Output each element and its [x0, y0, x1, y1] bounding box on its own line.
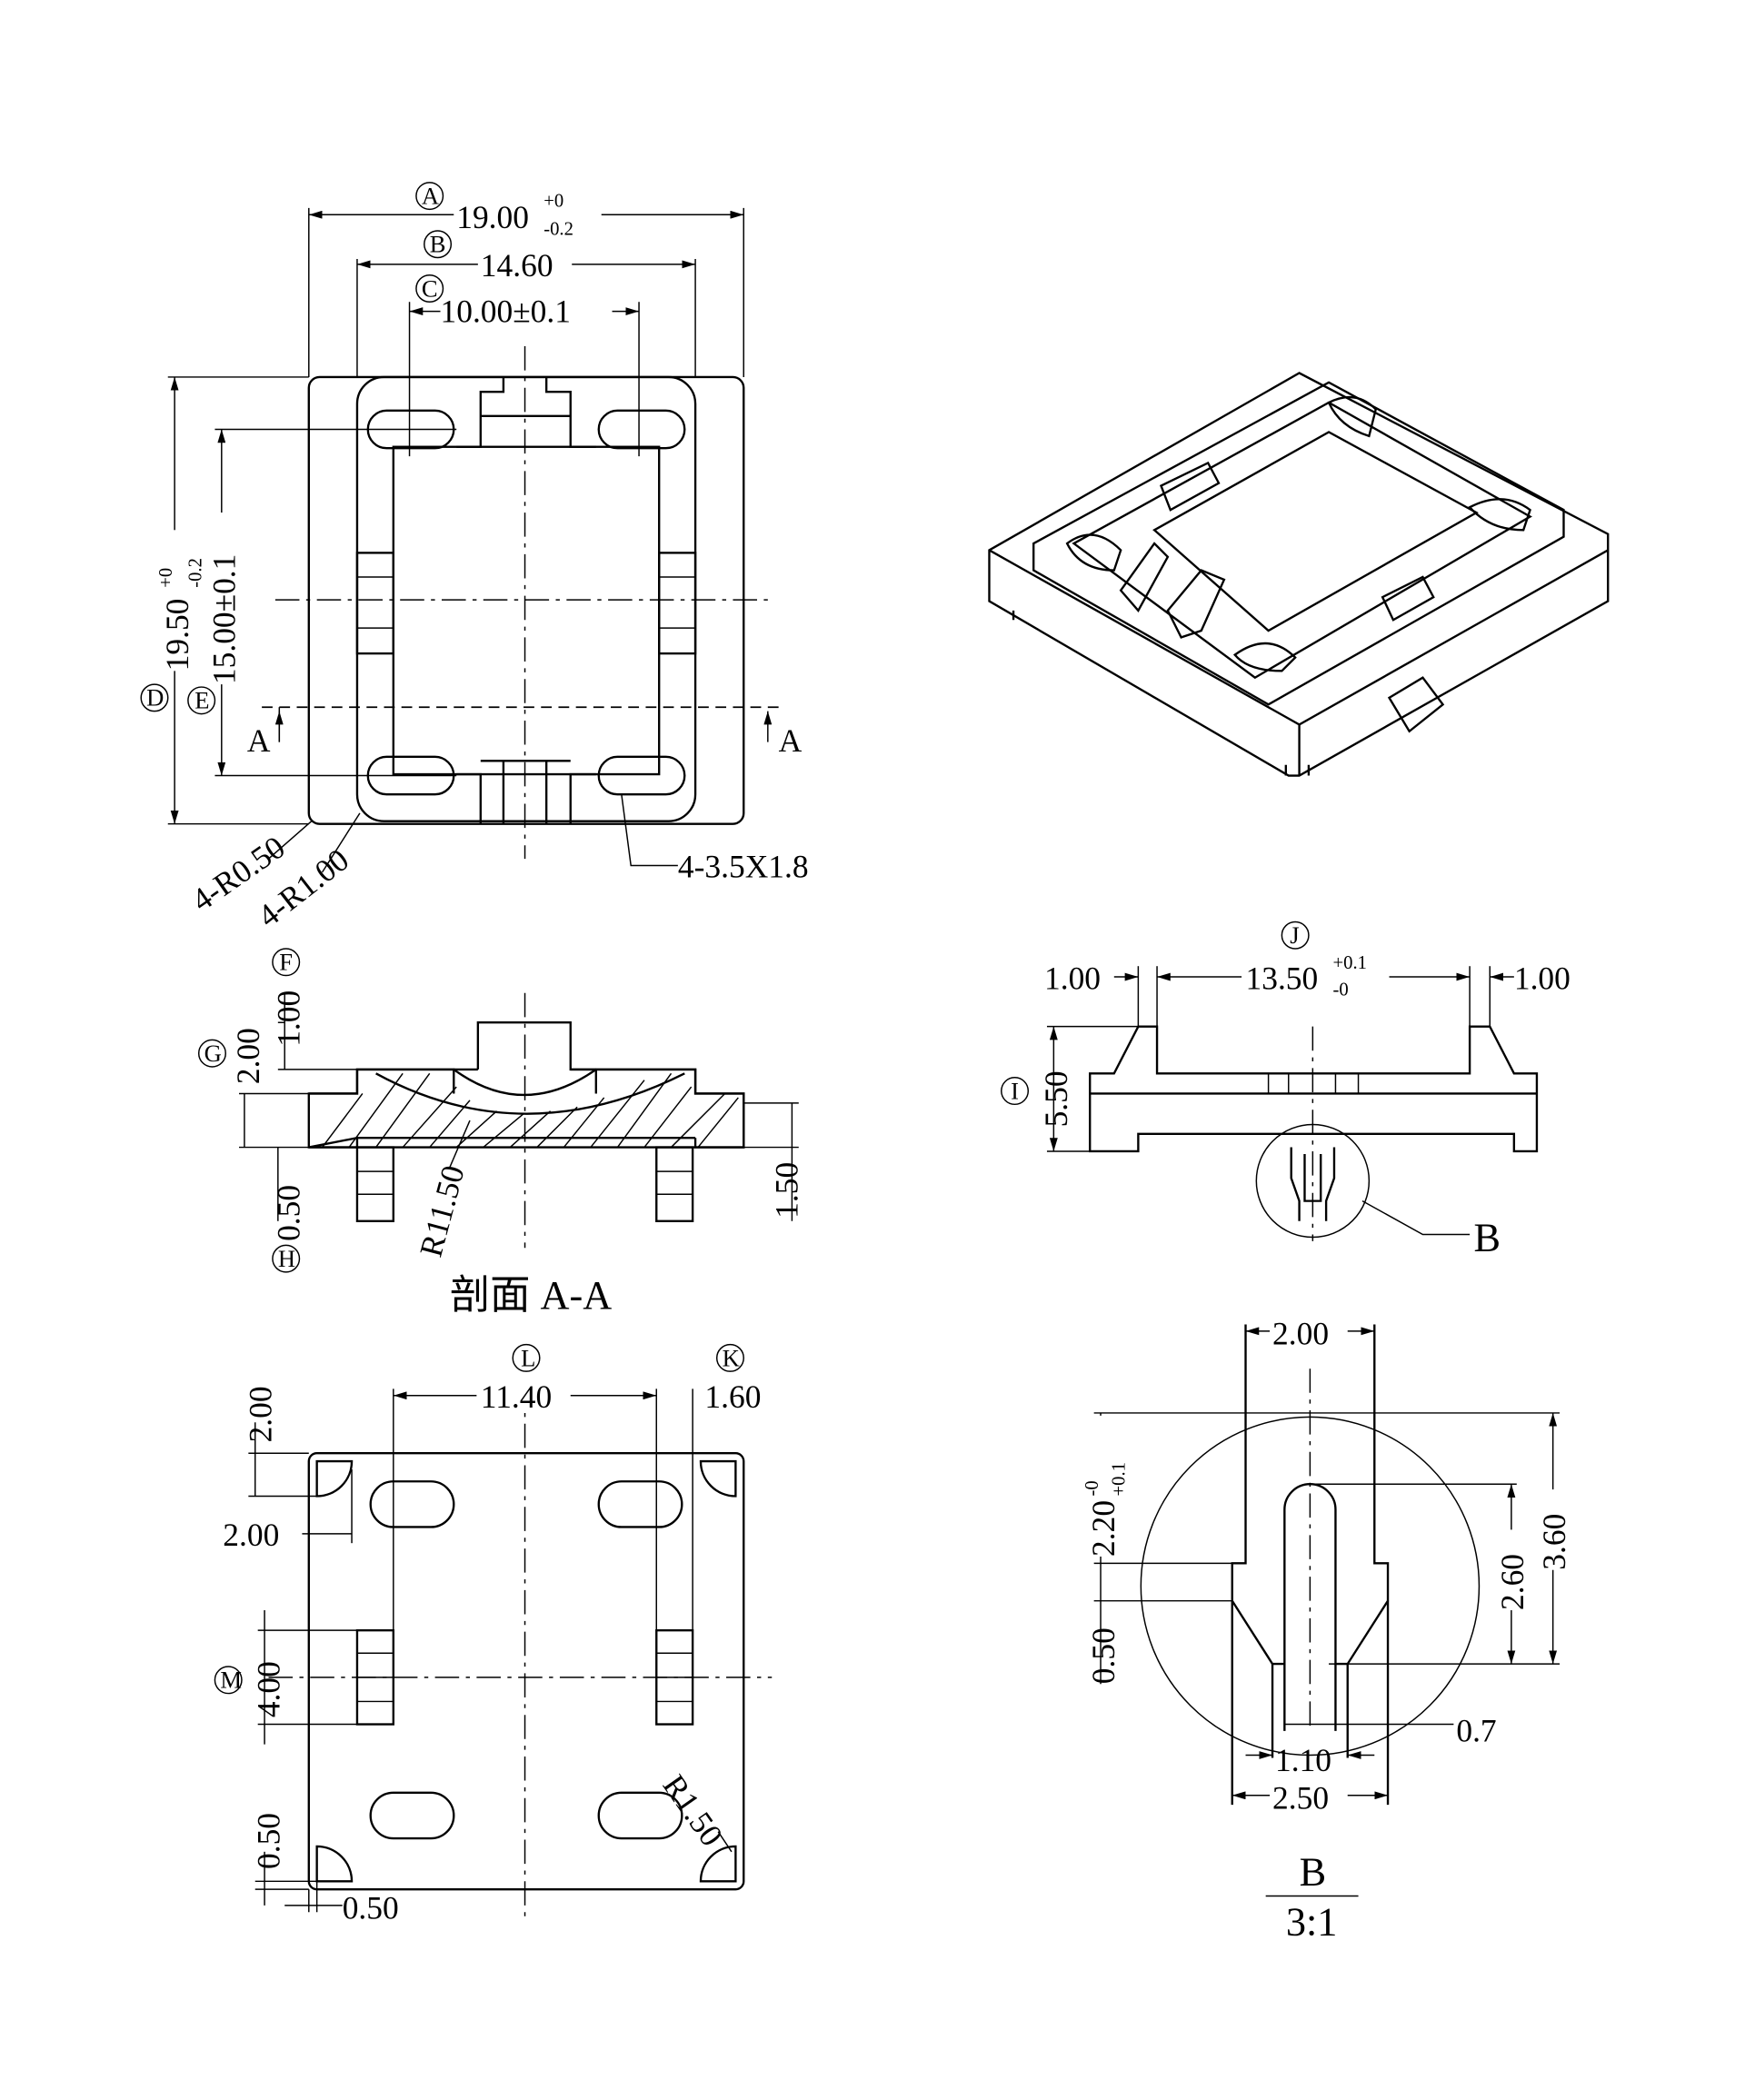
bottom-radius: R1.50	[656, 1768, 731, 1853]
section-mark-left: A	[247, 722, 271, 759]
tag-G: G	[204, 1040, 222, 1067]
dim-L-value: 11.40	[481, 1378, 552, 1415]
detail-label: B	[1300, 1850, 1327, 1895]
dim-A-tol-upper: +0	[543, 191, 563, 211]
tag-I: I	[1011, 1077, 1019, 1104]
detail-chamfer: 0.50	[1085, 1627, 1122, 1684]
section-mark-right: A	[779, 722, 803, 759]
tag-E: E	[194, 687, 209, 714]
bottom-left-dim: 2.00	[223, 1517, 279, 1553]
section-view: 1.00 F 2.00 G 0.50 H R11.50 1.50 剖面 A-A	[197, 948, 804, 1318]
tag-A: A	[422, 182, 439, 209]
dim-J-value: 13.50	[1246, 960, 1319, 996]
section-radius: R11.50	[413, 1161, 472, 1260]
dim-C-value: 10.00±0.1	[441, 293, 571, 329]
dim-I-value: 5.50	[1038, 1070, 1074, 1127]
top-view: A 19.00 +0 -0.2 B 14.60 C 10.00±0.1 19.5…	[140, 182, 809, 934]
bottom-top-dim: 2.00	[242, 1386, 278, 1442]
detail-width-top: 2.00	[1272, 1316, 1329, 1352]
side-view: B 1.00 1.00 13.50 +0.1 -0 J 5.50 I	[1001, 921, 1570, 1259]
tag-D: D	[146, 684, 164, 712]
dim-G-value: 2.00	[230, 1028, 266, 1084]
detail-slot-width: 0.7	[1456, 1713, 1496, 1749]
detail-callout: B	[1474, 1215, 1501, 1259]
dim-H-value: 0.50	[270, 1185, 306, 1241]
bottom-view: 11.40 L 1.60 K 2.00 2.00 4.00 M 0.50 0.5…	[214, 1343, 773, 1926]
isometric-view	[988, 372, 1610, 777]
detail-b-view: 2.00 3.60 2.60 2.20 -0 +0.1 0.50 0.7 1.1…	[1082, 1315, 1572, 1944]
tag-F: F	[279, 949, 293, 976]
detail-tip-width: 1.10	[1275, 1742, 1331, 1778]
tag-K: K	[723, 1344, 740, 1371]
detail-step-height: 2.20	[1085, 1500, 1122, 1557]
tag-M: M	[220, 1667, 242, 1694]
section-title: 剖面 A-A	[450, 1273, 612, 1318]
slot-icons	[366, 409, 686, 796]
dim-J-tol-upper: +0.1	[1333, 953, 1367, 973]
tag-H: H	[278, 1245, 295, 1272]
tag-C: C	[422, 274, 438, 302]
right-wall-dim: 1.00	[1514, 960, 1570, 996]
dim-D-value: 19.50	[159, 599, 195, 672]
detail-base-width: 2.50	[1272, 1780, 1329, 1816]
bottom-v-dim: 0.50	[250, 1813, 286, 1869]
dim-B-value: 14.60	[481, 247, 553, 284]
tag-B: B	[430, 231, 446, 258]
dim-K-value: 1.60	[704, 1378, 761, 1415]
dim-A-value: 19.00	[456, 199, 529, 235]
detail-slot-height: 2.60	[1494, 1554, 1531, 1610]
dim-E-value: 15.00±0.1	[206, 554, 243, 684]
dim-D-tol-upper: +0	[156, 568, 176, 588]
hatching	[321, 1072, 739, 1149]
detail-step-tol-lower: +0.1	[1110, 1462, 1130, 1496]
detail-height-total: 3.60	[1536, 1514, 1572, 1570]
slot-note: 4-3.5X1.8	[678, 849, 809, 885]
dim-J-tol-lower: -0	[1333, 980, 1349, 1000]
dim-M-value: 4.00	[250, 1661, 286, 1717]
dim-F-value: 1.00	[270, 990, 306, 1047]
left-wall-dim: 1.00	[1044, 960, 1101, 996]
detail-step-tol-upper: -0	[1082, 1480, 1102, 1496]
tag-L: L	[521, 1344, 535, 1371]
tag-J: J	[1290, 921, 1299, 949]
dim-A-tol-lower: -0.2	[543, 219, 573, 239]
dim-D-tol-lower: -0.2	[186, 558, 206, 588]
detail-scale: 3:1	[1286, 1899, 1338, 1944]
bottom-h-dim: 0.50	[343, 1890, 399, 1926]
pin-length: 1.50	[768, 1162, 804, 1219]
